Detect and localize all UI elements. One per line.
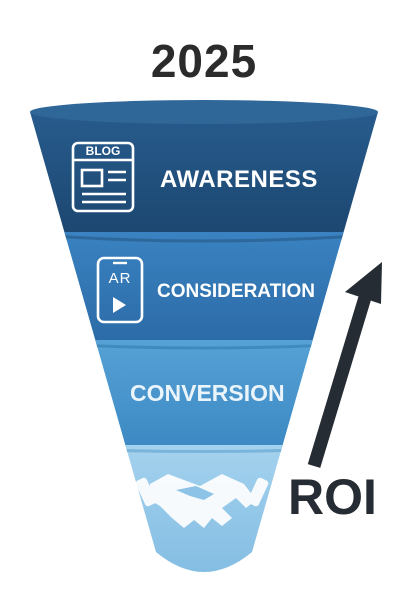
roi-label: ROI — [288, 469, 377, 525]
funnel-rim — [30, 100, 378, 124]
stage-label-consideration: CONSIDERATION — [157, 281, 315, 302]
handshake-icon — [135, 474, 269, 528]
stage-label-conversion: CONVERSION — [130, 380, 285, 406]
diagram-title: 2025 — [150, 35, 258, 87]
roi-arrow — [307, 262, 382, 468]
stage-label-awareness: AWARENESS — [160, 166, 318, 193]
ar-icon-text: AR — [108, 270, 132, 287]
ar-play-device-icon — [96, 256, 144, 324]
blog-icon-text: BLOG — [85, 144, 121, 158]
blog-page-icon — [71, 141, 135, 213]
